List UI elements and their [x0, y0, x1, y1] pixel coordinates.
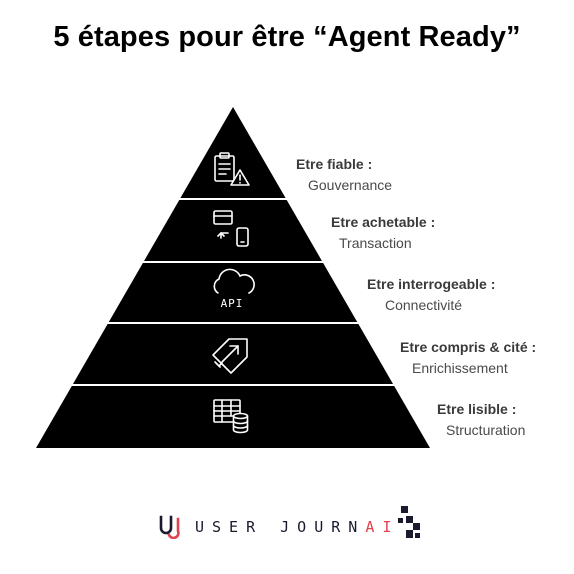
- page-title: 5 étapes pour être “Agent Ready”: [53, 21, 521, 53]
- cloud-api-icon: API: [213, 268, 255, 310]
- pyramid-shape: [36, 107, 430, 448]
- step-1-label: Etre fiable : Gouvernance: [296, 156, 392, 193]
- brand-name: USER JOURNAI: [195, 518, 399, 536]
- step-4-subtitle: Enrichissement: [412, 360, 508, 376]
- brand-name-prefix: USER JOURN: [195, 518, 366, 536]
- step-5-subtitle: Structuration: [446, 422, 526, 438]
- step-3-subtitle: Connectivité: [385, 297, 463, 313]
- brand-footer: USER JOURNAI: [0, 504, 574, 544]
- pyramid-dividers: [61, 198, 405, 386]
- step-4-name: Etre compris & cité :: [400, 339, 537, 355]
- step-2-label: Etre achetable : Transaction: [331, 214, 435, 251]
- step-2-subtitle: Transaction: [339, 235, 412, 251]
- step-4-label: Etre compris & cité : Enrichissement: [400, 339, 536, 376]
- brand-name-accent: AI: [365, 518, 400, 536]
- table-database-icon: [213, 399, 249, 434]
- step-1-subtitle: Gouvernance: [308, 177, 393, 193]
- step-3-name: Etre interrogeable :: [367, 276, 496, 292]
- cloud-api-label: API: [221, 297, 244, 310]
- step-3-label: Etre interrogeable : Connectivité: [367, 276, 495, 313]
- step-1-name: Etre fiable :: [296, 156, 373, 172]
- card-to-phone-icon: [213, 210, 249, 247]
- step-5-name: Etre lisible :: [437, 401, 517, 417]
- pixel-squares-icon: [398, 506, 420, 538]
- step-5-label: Etre lisible : Structuration: [437, 401, 525, 438]
- clipboard-warning-icon: [214, 152, 250, 186]
- step-2-name: Etre achetable :: [331, 214, 436, 230]
- uj-monogram-icon: [159, 515, 180, 539]
- tag-arrow-icon: [212, 338, 248, 374]
